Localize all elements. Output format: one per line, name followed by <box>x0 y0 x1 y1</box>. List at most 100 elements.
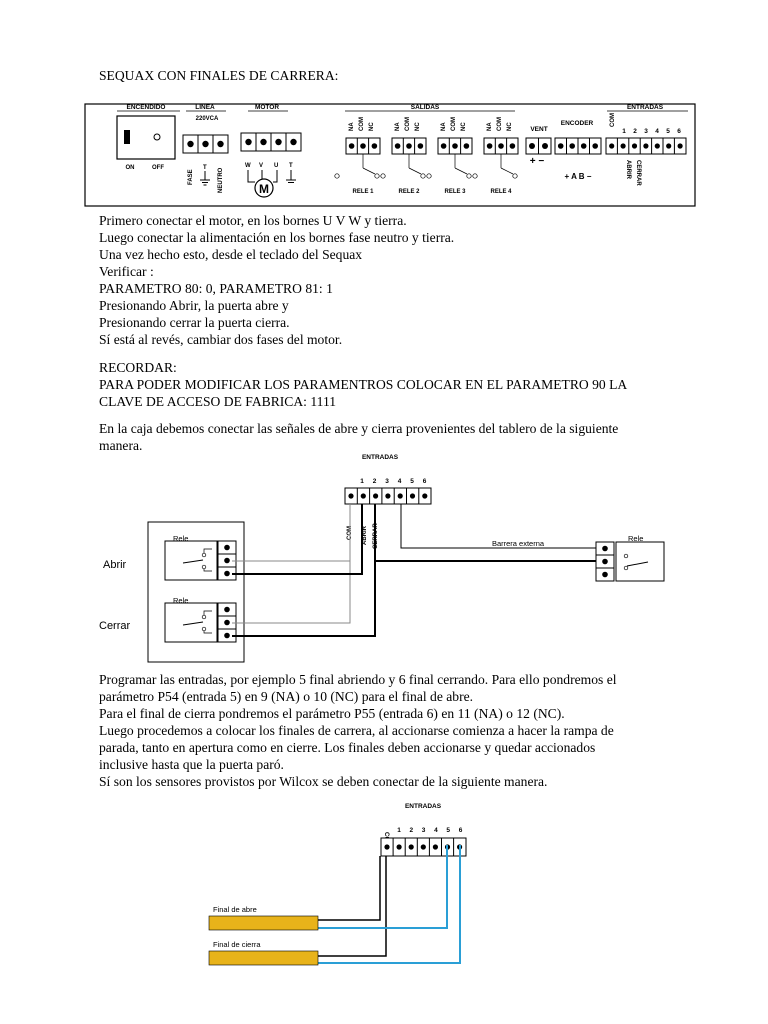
text-line: Sí son los sensores provistos por Wilcox… <box>99 774 548 789</box>
wire-common-black <box>318 856 387 957</box>
relay-1: NA COM NC RELE 1 <box>334 117 381 195</box>
relay-outputs: NA COM NC RELE 1 NA COM NC RELE 2 NA COM NC RELE 3 N… <box>334 117 519 195</box>
entrada-number: 2 <box>633 128 637 135</box>
relay-contact-label: NC <box>415 122 421 131</box>
relay-contact-label: COM <box>405 117 411 131</box>
text-line: En la caja debemos conectar las señales … <box>99 421 619 436</box>
svg-text:ENTRADAS: ENTRADAS <box>362 454 399 461</box>
label-linea: LINEA <box>195 104 215 111</box>
relay-label: RELE 1 <box>352 189 374 195</box>
wire-com <box>232 504 351 624</box>
text-line: Presionando Abrir, la puerta abre y <box>99 298 289 313</box>
text-line: Primero conectar el motor, en los bornes… <box>99 213 407 228</box>
wire-final-abre <box>318 845 448 929</box>
entrada-abrir-label: ABRIR <box>625 160 631 180</box>
wire-barrera <box>400 504 600 549</box>
entrada-number: 1 <box>622 128 626 135</box>
entrada-cerrar-label: CERRAR <box>635 160 641 186</box>
text-line: parada, tanto en apertura como en cierre… <box>99 740 596 755</box>
relay-contact-label: NA <box>395 122 401 131</box>
svg-text:Rele: Rele <box>628 534 643 543</box>
label-encoder: ENCODER <box>561 120 594 127</box>
motor-terminal-block <box>240 132 302 152</box>
entrada-number: 3 <box>644 128 648 135</box>
text-line: Luego procedemos a colocar los finales d… <box>99 723 614 738</box>
text-line: Programar las entradas, por ejemplo 5 fi… <box>99 672 617 687</box>
text-line: Una vez hecho esto, desde el teclado del… <box>99 247 363 262</box>
relay-label: RELE 3 <box>444 189 466 195</box>
svg-text:V: V <box>259 163 263 169</box>
entrada-number: 2 <box>373 478 377 485</box>
relay-contact-label: NA <box>487 122 493 131</box>
entrada-number: 5 <box>666 128 670 135</box>
text-line: Presionando cerrar la puerta cierra. <box>99 315 290 330</box>
sensor-final-cierra: Final de cierra <box>208 940 319 966</box>
relay-2: NA COM NC RELE 2 <box>380 117 427 195</box>
motor-symbol <box>254 178 274 198</box>
relay-contact-label: COM <box>497 117 503 131</box>
svg-text:M: M <box>259 182 269 196</box>
entradas-terminal-block <box>344 487 432 505</box>
relay-contact-label: NA <box>441 122 447 131</box>
relay-contact-label: NC <box>369 122 375 131</box>
svg-text:T: T <box>289 163 293 169</box>
text-line: PARAMETRO 80: 0, PARAMETRO 81: 1 <box>99 281 333 296</box>
label-cerrar: Cerrar <box>99 620 131 632</box>
relay2-terminal <box>217 602 237 643</box>
svg-text:Rele: Rele <box>173 596 188 605</box>
svg-text:+ −: + − <box>530 156 545 167</box>
svg-text:NEUTRO: NEUTRO <box>218 167 224 193</box>
svg-text:ON: ON <box>126 165 135 171</box>
entrada-number: 5 <box>446 827 450 834</box>
relay-contact-label: NC <box>507 122 513 131</box>
text-line: parámetro P54 (entrada 5) en 9 (NA) o 10… <box>99 689 474 704</box>
text-line: PARA PODER MODIFICAR LOS PARAMENTROS COL… <box>99 377 628 392</box>
svg-text:OFF: OFF <box>152 165 164 171</box>
relay-4: NA COM NC RELE 4 <box>472 117 519 195</box>
svg-text:220VCA: 220VCA <box>196 116 219 122</box>
entrada-number: 4 <box>655 128 659 135</box>
svg-text:Barrera externa: Barrera externa <box>492 539 545 548</box>
relay-contact-label: NA <box>349 122 355 131</box>
svg-text:T: T <box>203 165 207 171</box>
relay-label: RELE 2 <box>398 189 420 195</box>
text-line: RECORDAR: <box>99 360 177 375</box>
relay1-terminal <box>217 540 237 581</box>
svg-text:Final de abre: Final de abre <box>213 905 257 914</box>
relay-label: RELE 4 <box>490 189 512 195</box>
entrada-number: 4 <box>434 827 438 834</box>
entrada-number: 3 <box>422 827 426 834</box>
instructions-remember: RECORDAR: PARA PODER MODIFICAR LOS PARAME… <box>99 359 627 410</box>
text-line: CLAVE DE ACCESO DE FABRICA: 1111 <box>99 394 337 409</box>
entradas-terminal-block <box>380 837 467 857</box>
entrada-number: 6 <box>423 478 427 485</box>
instructions-motor: Primero conectar el motor, en los bornes… <box>99 212 454 348</box>
relay-contact-label: COM <box>451 117 457 131</box>
entrada-number: 4 <box>398 478 402 485</box>
text-line: Luego conectar la alimentación en los bo… <box>99 230 455 245</box>
vent-terminal-block <box>525 137 552 155</box>
relay-contact-label: COM <box>359 117 365 131</box>
text-line: inclusive hasta que la puerta paró. <box>99 757 284 772</box>
text-line: Para el final de cierra pondremos el par… <box>99 706 565 721</box>
label-entradas: ENTRADAS <box>627 104 664 111</box>
external-relay-terminal <box>595 541 615 582</box>
wire-abrir <box>232 504 363 575</box>
controller-panel: ENCENDIDO ON OFF LINEA 220VCA FASE T NEU… <box>84 103 696 207</box>
wire-cerrar <box>232 504 376 637</box>
label-salidas: SALIDAS <box>411 104 440 111</box>
entrada-number: 1 <box>397 827 401 834</box>
entrada-number: 5 <box>410 478 414 485</box>
label-abrir: Abrir <box>103 559 127 571</box>
text-line: Verificar : <box>99 264 154 279</box>
svg-text:W: W <box>245 163 251 169</box>
page-title: SEQUAX CON FINALES DE CARRERA: <box>99 68 339 83</box>
entrada-number: 6 <box>677 128 681 135</box>
linea-terminal-block <box>182 134 229 154</box>
entrada-number: 1 <box>360 478 364 485</box>
text-line: manera. <box>99 438 143 453</box>
label-encendido: ENCENDIDO <box>126 104 165 111</box>
